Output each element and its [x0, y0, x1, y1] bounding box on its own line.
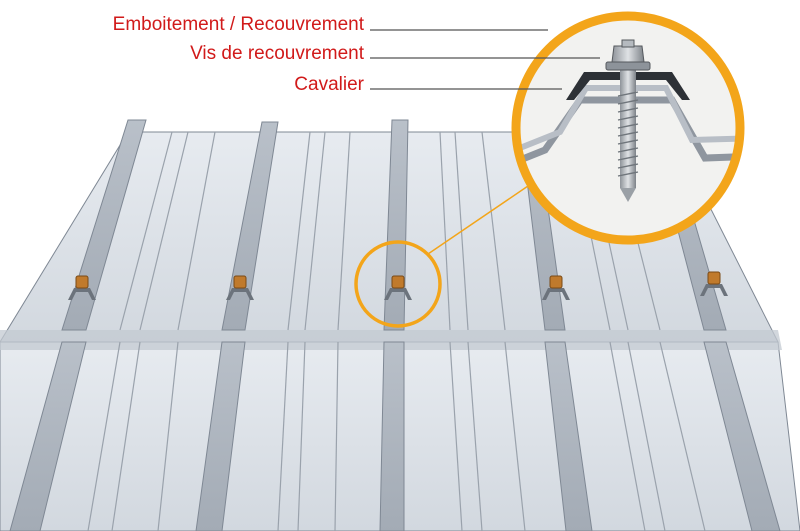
fastener	[542, 275, 570, 300]
major-ribs-lower	[9, 341, 781, 531]
screw-icon	[391, 275, 405, 289]
fastener	[384, 275, 412, 300]
screw-head-icon	[611, 45, 645, 63]
screw-icon	[233, 275, 247, 289]
label-emboitement: Emboitement / Recouvrement	[113, 14, 365, 35]
overlap-band	[0, 330, 782, 350]
cavalier-icon	[700, 284, 728, 296]
zoom-detail	[511, 11, 745, 245]
fastener	[68, 275, 96, 300]
labels: Emboitement / Recouvrement Vis de recouv…	[113, 14, 365, 95]
screw-icon	[620, 70, 636, 188]
screw-icon	[75, 275, 89, 289]
fastener	[226, 275, 254, 300]
cavalier-icon	[384, 288, 412, 300]
cavalier-icon	[566, 72, 690, 100]
fastener	[700, 271, 728, 296]
fasteners	[68, 271, 728, 300]
label-cavalier: Cavalier	[294, 74, 364, 95]
screw-icon	[707, 271, 721, 285]
highlight-ring	[354, 240, 442, 328]
cavalier-icon	[542, 288, 570, 300]
leader-lines	[370, 29, 600, 90]
minor-ribs-lower	[87, 341, 706, 531]
cavalier-icon	[68, 288, 96, 300]
screw-icon	[549, 275, 563, 289]
label-vis-de-recouvrement: Vis de recouvrement	[190, 43, 365, 64]
zoom-connector	[427, 185, 529, 255]
cavalier-icon	[226, 288, 254, 300]
